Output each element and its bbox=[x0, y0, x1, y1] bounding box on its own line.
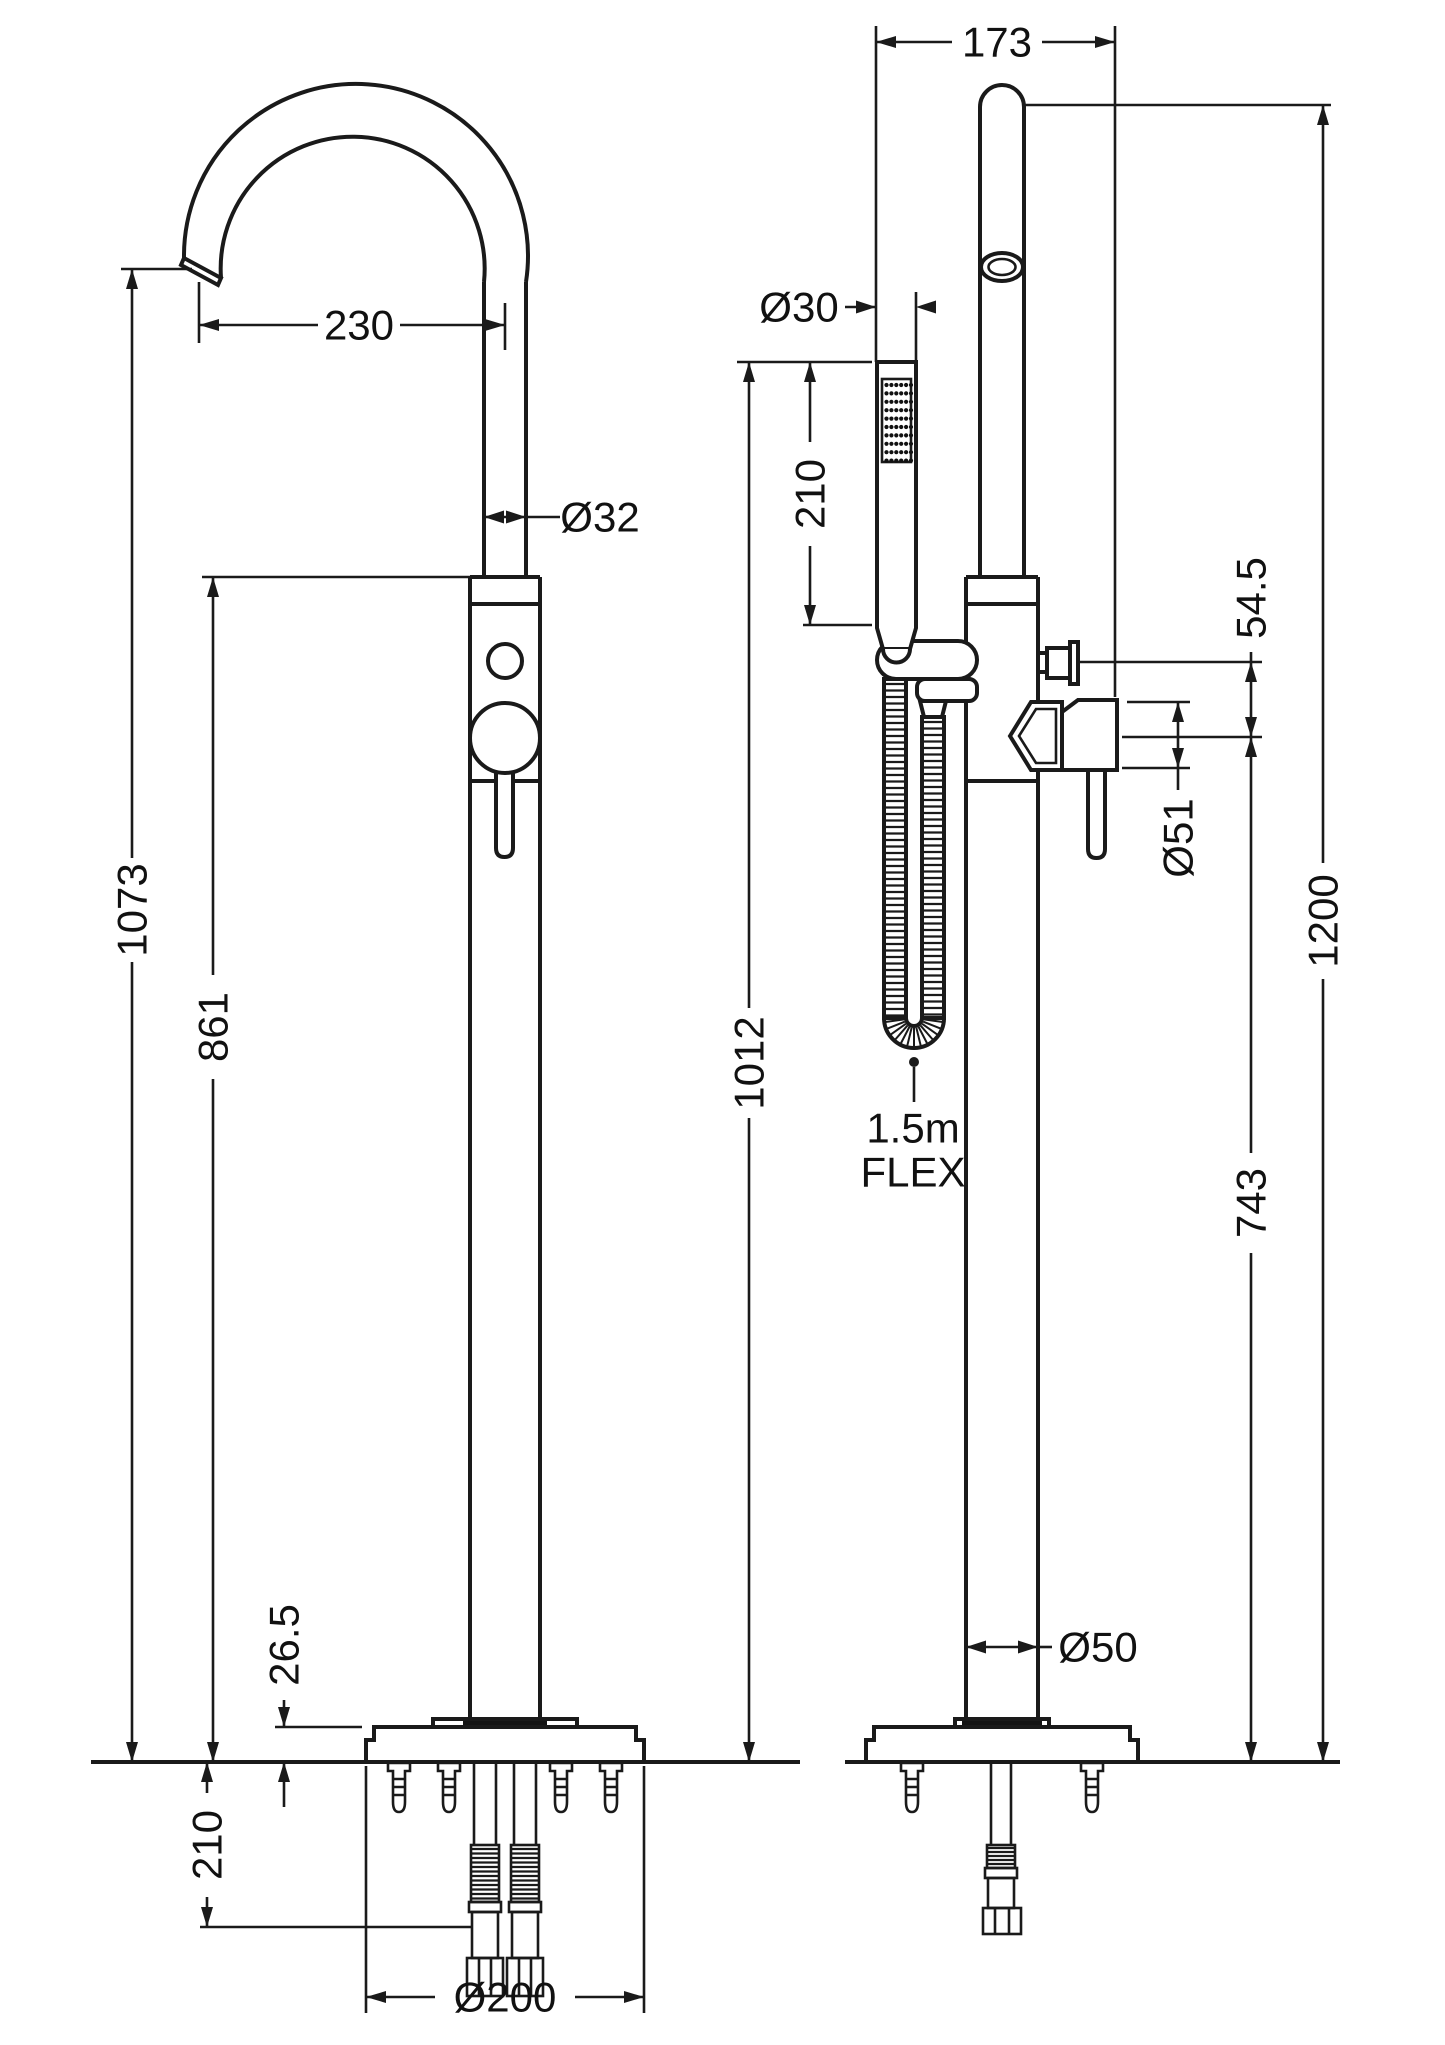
dim-body-height-label: 861 bbox=[190, 992, 237, 1062]
diverter-flange bbox=[1068, 640, 1080, 686]
dim-base-dia-label: Ø200 bbox=[454, 1974, 557, 2021]
front-view-drawing bbox=[91, 81, 800, 1998]
spout-inner-arc bbox=[218, 134, 487, 283]
hose-u-inner bbox=[904, 1017, 924, 1028]
braid-texture bbox=[511, 1847, 539, 1900]
diverter-cap bbox=[1045, 646, 1072, 680]
hose-outlet-boss bbox=[915, 677, 979, 703]
lever-rod-side bbox=[1086, 768, 1107, 861]
dim-button-offset-label: 54.5 bbox=[1228, 557, 1275, 639]
hose-right-run bbox=[920, 715, 946, 1020]
dim-under-floor-label: 210 bbox=[184, 1810, 231, 1880]
dim-spout-reach-label: 230 bbox=[324, 302, 394, 349]
dim-handle-dia-label: Ø51 bbox=[1155, 798, 1202, 877]
handle-mount-inner bbox=[1017, 707, 1058, 765]
anchor-screw bbox=[1079, 1761, 1105, 1814]
hose-ribs bbox=[884, 682, 906, 1017]
handle-body bbox=[1060, 698, 1119, 772]
anchor-screw bbox=[386, 1761, 412, 1814]
spout-outer-arc bbox=[181, 81, 530, 283]
diverter-button-front bbox=[486, 642, 524, 680]
dim-handset-length-label: 210 bbox=[787, 459, 834, 529]
hose-u-outer bbox=[882, 1017, 946, 1050]
braid-texture bbox=[471, 1847, 499, 1900]
spout-tip bbox=[178, 255, 224, 288]
dim-spout-pipe-dia-label: Ø32 bbox=[560, 494, 639, 541]
dim-base-thickness-label: 26.5 bbox=[261, 1604, 308, 1686]
hose-nut bbox=[917, 699, 949, 719]
hose-ribs bbox=[922, 720, 944, 1016]
hose-u-texture bbox=[885, 1018, 943, 1047]
riser-top-cap bbox=[978, 83, 1026, 108]
anchor-screw bbox=[548, 1761, 574, 1814]
supply-tail bbox=[465, 1762, 505, 1998]
lever-rod-front bbox=[494, 767, 515, 860]
gasket-front bbox=[463, 1721, 547, 1727]
handset-cap bbox=[881, 648, 912, 665]
hose-length-note-line1: 1.5m bbox=[866, 1105, 959, 1152]
spout-opening-outer bbox=[979, 251, 1025, 283]
dim-total-height-label: 1200 bbox=[1300, 874, 1347, 967]
gasket-side bbox=[962, 1721, 1042, 1727]
base-plate-side bbox=[864, 1725, 1140, 1762]
front-view-dimensions: 1073 861 230 Ø32 26.5 210 bbox=[109, 267, 646, 2021]
dim-top-offset-label: 173 bbox=[962, 19, 1032, 66]
dim-column-dia-label: Ø50 bbox=[1058, 1624, 1137, 1671]
dim-spout-height-label: 1073 bbox=[109, 863, 156, 956]
side-view-dimensions: 173 1200 Ø30 210 1012 54.5 bbox=[726, 19, 1347, 1762]
hose-length-note-line2: FLEX bbox=[860, 1149, 965, 1196]
supply-tail bbox=[505, 1762, 545, 1998]
anchor-screw bbox=[436, 1761, 462, 1814]
dim-handle-height-label: 743 bbox=[1228, 1168, 1275, 1238]
side-view-drawing: 1.5m FLEX bbox=[845, 83, 1340, 1936]
dim-handset-dia-label: Ø30 bbox=[759, 284, 838, 331]
spout-opening-inner bbox=[987, 257, 1017, 277]
base-plate-front bbox=[364, 1725, 646, 1762]
anchor-screw bbox=[899, 1761, 925, 1814]
dim-handset-top-height-label: 1012 bbox=[726, 1016, 773, 1109]
lever-base-front bbox=[468, 701, 542, 775]
hose-leader-dot bbox=[909, 1057, 919, 1067]
spray-nozzles bbox=[884, 382, 914, 463]
braid-texture bbox=[987, 1846, 1015, 1866]
anchor-screw bbox=[598, 1761, 624, 1814]
